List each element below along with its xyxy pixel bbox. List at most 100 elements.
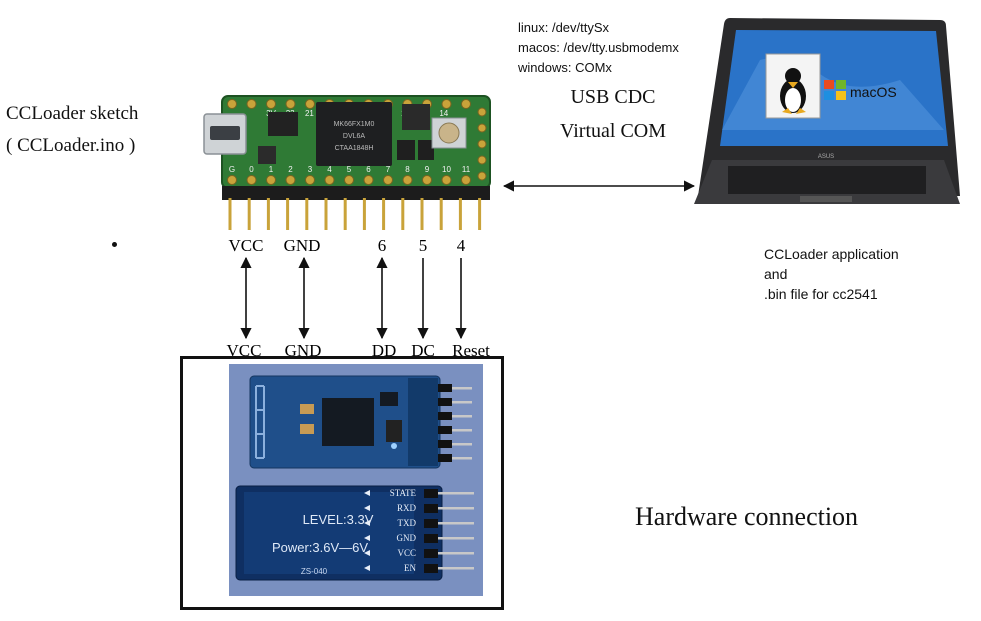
module-pin-arrow-icon xyxy=(364,520,370,526)
bottom-pad xyxy=(227,175,237,185)
usb-cdc-line: USB CDC xyxy=(570,86,656,108)
module-pin-label: GND xyxy=(397,533,417,543)
bluetooth-module-photo: LEVEL:3.3V Power:3.6V—6V ZS-040 STATE RXD… xyxy=(229,364,483,596)
module-header-block xyxy=(438,412,452,420)
header-pin xyxy=(343,198,347,230)
board-bottom-label: 10 xyxy=(442,165,451,174)
top-pad xyxy=(266,99,276,109)
bottom-pad xyxy=(363,175,374,185)
board-top-label: 21 xyxy=(305,109,314,118)
module-header-block xyxy=(424,534,438,543)
bottom-pad xyxy=(422,175,432,185)
module-header-block xyxy=(438,384,452,392)
module-pin-dc: DC xyxy=(411,341,435,360)
module-pin-label: STATE xyxy=(390,488,417,498)
module-power-text: Power:3.6V—6V xyxy=(272,540,368,555)
module-pin xyxy=(452,401,472,404)
module-bottom-pins xyxy=(424,489,474,573)
touchpad xyxy=(800,196,852,202)
module-frame xyxy=(180,356,504,610)
secondary-chip xyxy=(402,104,430,130)
side-pad xyxy=(477,107,487,117)
top-pad xyxy=(441,99,452,109)
module-pin-arrow-icon xyxy=(364,490,370,496)
board-bottom-label: 3 xyxy=(308,165,313,174)
module-pin xyxy=(438,492,474,495)
board-bottom-label: 4 xyxy=(327,165,332,174)
board-bottom-label: 9 xyxy=(425,165,430,174)
board-bottom-label: 6 xyxy=(366,165,371,174)
module-header-block xyxy=(438,398,452,406)
module-header-block xyxy=(424,564,438,573)
module-pin-reset: Reset xyxy=(452,341,490,360)
regulator-chip xyxy=(258,146,276,164)
module-pin-gnd: GND xyxy=(285,341,322,360)
bottom-pad xyxy=(246,175,257,185)
module-pin-vcc: VCC xyxy=(227,341,262,360)
board-right-pads xyxy=(477,107,487,181)
app-note: CCLoader application and .bin file for c… xyxy=(764,244,899,304)
module-model-text: ZS-040 xyxy=(301,567,328,576)
side-pad xyxy=(477,139,487,149)
bottom-pad xyxy=(441,175,452,185)
small-chip xyxy=(268,112,298,136)
module-pin-arrow-icon xyxy=(364,565,370,571)
module-pin xyxy=(452,443,472,446)
board-bottom-label: 7 xyxy=(386,165,391,174)
board-pin-4: 4 xyxy=(457,236,466,255)
side-pad xyxy=(477,155,487,165)
module-header-block xyxy=(424,504,438,513)
module-level-text: LEVEL:3.3V xyxy=(303,512,374,527)
bullet-dot xyxy=(112,242,117,247)
board-top-label: 14 xyxy=(439,109,448,118)
top-pad xyxy=(461,99,471,109)
app-note-line2: and xyxy=(764,266,788,282)
module-pin xyxy=(438,552,474,555)
bottom-pad xyxy=(344,175,354,185)
side-pad xyxy=(477,171,487,181)
module-header-block xyxy=(424,549,438,558)
virtual-com-line: Virtual COM xyxy=(560,120,667,142)
header-pin xyxy=(305,198,309,230)
board-bottom-label: 8 xyxy=(405,165,410,174)
micro-usb-connector xyxy=(203,113,247,155)
side-pad xyxy=(477,123,487,133)
module-header-block xyxy=(424,519,438,528)
module-pin-label: RXD xyxy=(397,503,417,513)
board-bottom-label: 11 xyxy=(462,165,471,174)
module-top-pins xyxy=(438,384,472,462)
board-bottom-label: 0 xyxy=(249,165,254,174)
header-pin xyxy=(362,198,366,230)
header-pin xyxy=(286,198,290,230)
module-pin xyxy=(438,567,474,570)
windows-logo-icon xyxy=(824,80,846,100)
sketch-title: CCLoader sketch xyxy=(6,103,139,124)
header-pin xyxy=(458,198,462,230)
module-pin-arrow-icon xyxy=(364,535,370,541)
app-note-line1: CCLoader application xyxy=(764,246,899,262)
header-pin xyxy=(382,198,386,230)
component xyxy=(418,140,434,160)
hardware-connection-title: Hardware connection xyxy=(635,502,859,531)
module-pin-label: VCC xyxy=(397,548,416,558)
module-pin-label: EN xyxy=(404,563,416,573)
laptop-keyboard xyxy=(728,166,926,194)
bottom-pad xyxy=(383,175,393,185)
module-pin xyxy=(452,415,472,418)
bottom-pad xyxy=(324,175,335,185)
board-bottom-label: 1 xyxy=(269,165,274,174)
header-pin xyxy=(266,198,270,230)
os-path-windows: windows: COMx xyxy=(518,60,612,75)
header-pin xyxy=(439,198,443,230)
chip-line2: DVL6A xyxy=(343,133,366,140)
antenna-trace xyxy=(255,385,265,459)
bottom-pad xyxy=(461,175,471,185)
board-bottom-label: 5 xyxy=(347,165,352,174)
module-pin xyxy=(452,457,472,460)
module-pin-arrow-icon xyxy=(364,505,370,511)
sketch-filename: ( CCLoader.ino ) xyxy=(6,135,136,156)
module-header-block xyxy=(424,489,438,498)
